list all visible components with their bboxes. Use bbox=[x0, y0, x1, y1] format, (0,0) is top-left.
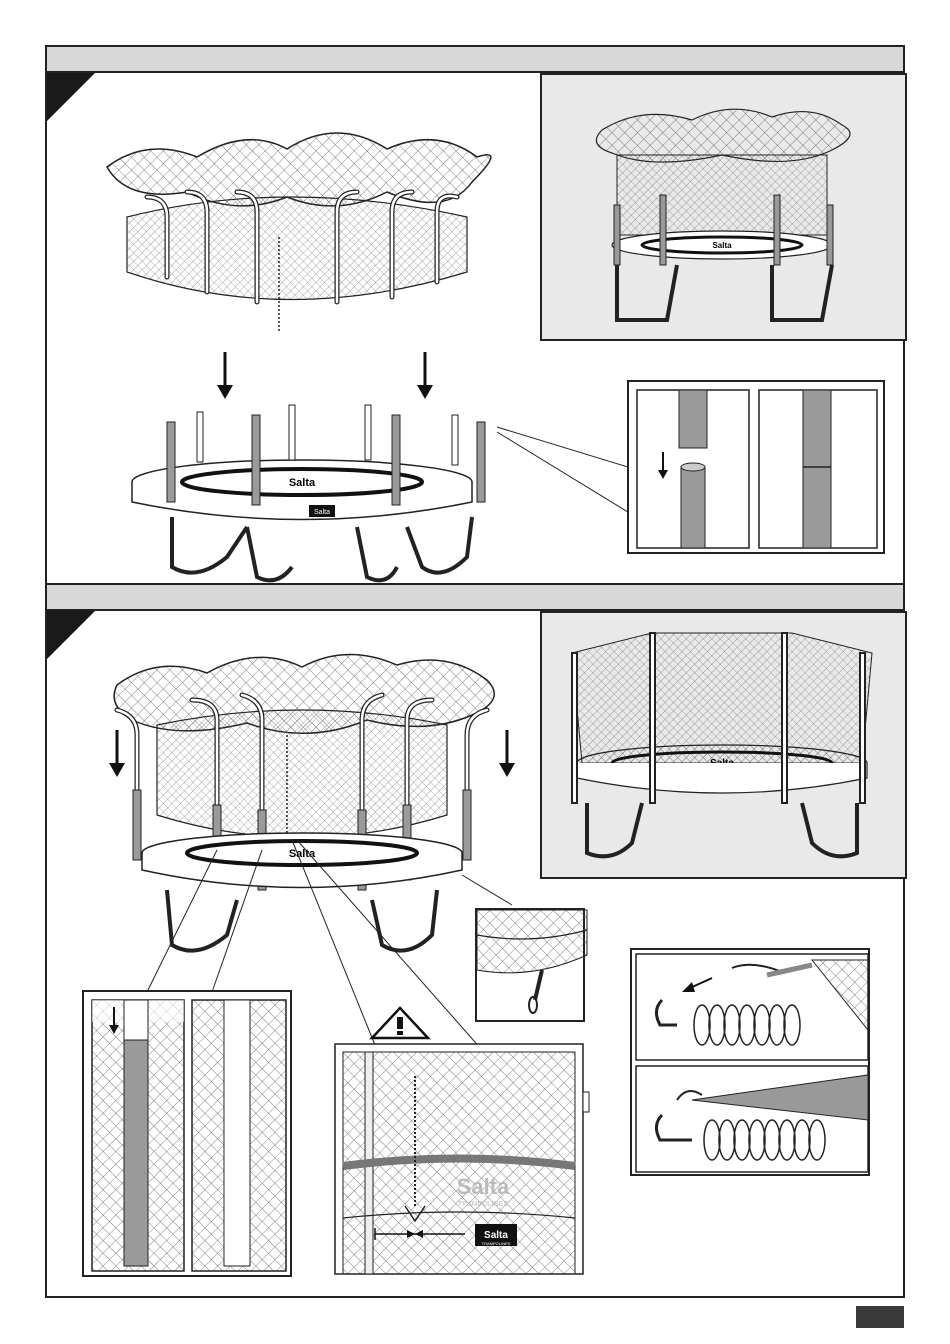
net-top-ring bbox=[107, 133, 491, 206]
zipper-skirt-logo: Salta bbox=[484, 1230, 508, 1241]
trampoline-frame: Salta Salta bbox=[132, 460, 472, 580]
warning-triangle-icon bbox=[372, 1008, 428, 1038]
arrow-down-icon bbox=[109, 730, 125, 777]
skirt-logo: Salta bbox=[314, 509, 330, 516]
net-body bbox=[127, 197, 467, 300]
illustration-enclosure-complete: Salta bbox=[542, 613, 909, 881]
inset-result-a: Salta bbox=[540, 73, 907, 341]
zipper-skirt-logo-sub: TRAMPOLINES bbox=[482, 1241, 511, 1246]
section-step-b: Salta Salta bbox=[45, 583, 905, 1298]
mat-logo: Salta bbox=[289, 477, 316, 489]
section-step-a: Salta Salta bbox=[45, 45, 905, 585]
zipper-detail: Salta TRAMPOLINES Salta TRAMPOLINES bbox=[335, 1006, 595, 1274]
inset-pole-detail-b bbox=[82, 990, 292, 1277]
illustration-net-installed: Salta bbox=[542, 75, 909, 343]
inset-hook-detail bbox=[630, 948, 870, 1176]
illustration-net-lowering: Salta Salta bbox=[87, 87, 607, 597]
zipper-warning-group: Salta TRAMPOLINES Salta TRAMPOLINES bbox=[335, 1006, 595, 1274]
arrow-down-icon bbox=[217, 352, 233, 399]
mat-logo: Salta bbox=[289, 848, 316, 860]
page-number-tab bbox=[856, 1306, 904, 1328]
inset-result-b: Salta bbox=[540, 611, 907, 879]
section-header-bar bbox=[47, 47, 903, 73]
hook-spring-detail bbox=[632, 950, 872, 1178]
inset-pole-detail-a bbox=[627, 380, 885, 554]
zipper-mat-logo-sub: TRAMPOLINES bbox=[458, 1201, 509, 1208]
pole-connection-detail bbox=[629, 382, 887, 556]
zipper-mat-logo: Salta bbox=[457, 1174, 510, 1199]
inset-net-strap-detail bbox=[475, 908, 585, 1022]
arrow-down-icon bbox=[499, 730, 515, 777]
section-header-bar bbox=[47, 585, 903, 611]
pole-padding-detail bbox=[84, 992, 294, 1279]
inset-mat-logo: Salta bbox=[712, 241, 732, 250]
arrow-down-icon bbox=[417, 352, 433, 399]
